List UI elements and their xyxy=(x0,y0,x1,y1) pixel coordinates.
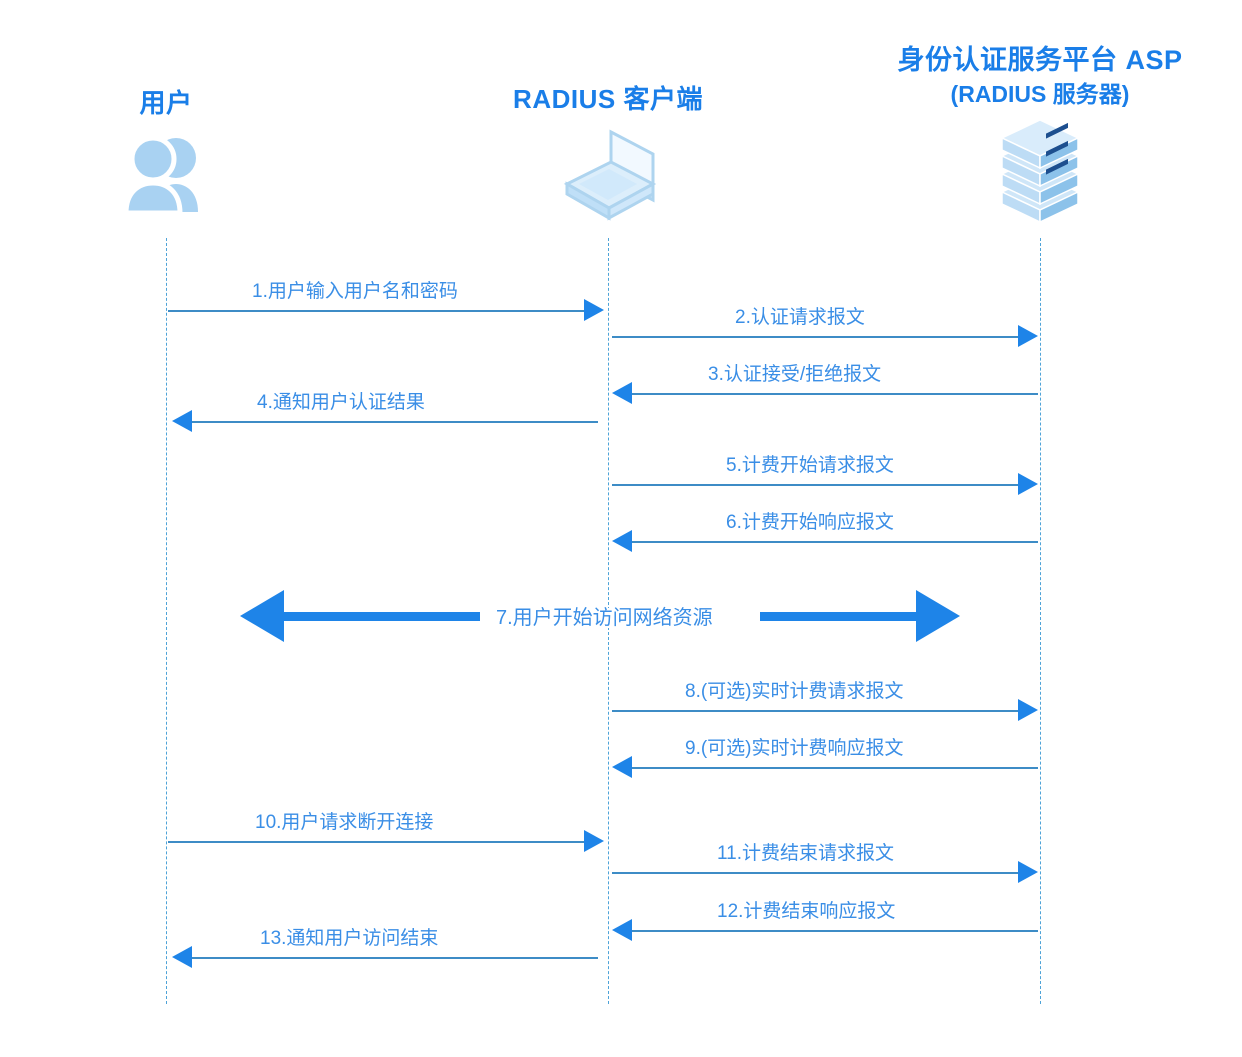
message-6-label: 6.计费开始响应报文 xyxy=(726,512,894,533)
actor-asp-server: 身份认证服务平台 ASP (RADIUS 服务器) xyxy=(850,44,1230,227)
message-12-label: 12.计费结束响应报文 xyxy=(717,901,896,922)
message-4-arrowhead xyxy=(172,410,192,432)
message-7-arrowhead-left xyxy=(240,590,284,642)
users-icon xyxy=(46,134,286,219)
actor-asp-server-title: 身份认证服务平台 ASP xyxy=(897,45,1183,75)
message-13-arrowhead xyxy=(172,946,192,968)
message-1-arrowhead xyxy=(584,299,604,321)
message-4-shaft xyxy=(192,421,598,423)
message-5-shaft xyxy=(612,484,1018,486)
message-4-label: 4.通知用户认证结果 xyxy=(257,392,425,413)
message-8-shaft xyxy=(612,710,1018,712)
actor-user-title: 用户 xyxy=(139,88,193,118)
server-rack-icon xyxy=(850,118,1230,227)
message-2-shaft xyxy=(612,336,1018,338)
message-10-label: 10.用户请求断开连接 xyxy=(255,812,434,833)
message-9-shaft xyxy=(632,767,1038,769)
actor-asp-server-subtitle: (RADIUS 服务器) xyxy=(950,80,1130,107)
actor-user: 用户 xyxy=(46,88,286,219)
message-10-arrowhead xyxy=(584,830,604,852)
message-11-arrowhead xyxy=(1018,861,1038,883)
message-3-shaft xyxy=(632,393,1038,395)
message-1-label: 1.用户输入用户名和密码 xyxy=(252,281,458,302)
message-9-label: 9.(可选)实时计费响应报文 xyxy=(685,738,904,759)
message-3-arrowhead xyxy=(612,382,632,404)
lifeline-user xyxy=(166,238,167,1004)
message-3-label: 3.认证接受/拒绝报文 xyxy=(708,364,882,385)
message-7-shaft-right xyxy=(760,612,916,621)
message-11-label: 11.计费结束请求报文 xyxy=(717,843,895,864)
message-8-arrowhead xyxy=(1018,699,1038,721)
message-7-arrowhead-right xyxy=(916,590,960,642)
message-8-label: 8.(可选)实时计费请求报文 xyxy=(685,681,904,702)
laptop-icon xyxy=(448,128,768,229)
message-5-arrowhead xyxy=(1018,473,1038,495)
message-13-shaft xyxy=(192,957,598,959)
message-6-shaft xyxy=(632,541,1038,543)
message-13-label: 13.通知用户访问结束 xyxy=(260,928,439,949)
message-7-shaft-left xyxy=(284,612,480,621)
message-1-shaft xyxy=(168,310,584,312)
message-12-shaft xyxy=(632,930,1038,932)
message-2-arrowhead xyxy=(1018,325,1038,347)
message-5-label: 5.计费开始请求报文 xyxy=(726,455,894,476)
message-10-shaft xyxy=(168,841,584,843)
message-2-label: 2.认证请求报文 xyxy=(735,307,865,328)
lifeline-asp-server xyxy=(1040,238,1041,1004)
message-7-label: 7.用户开始访问网络资源 xyxy=(486,608,723,628)
message-9-arrowhead xyxy=(612,756,632,778)
actor-radius-client-title: RADIUS 客户端 xyxy=(513,84,703,114)
message-12-arrowhead xyxy=(612,919,632,941)
message-6-arrowhead xyxy=(612,530,632,552)
message-11-shaft xyxy=(612,872,1018,874)
actor-radius-client: RADIUS 客户端 xyxy=(448,84,768,229)
